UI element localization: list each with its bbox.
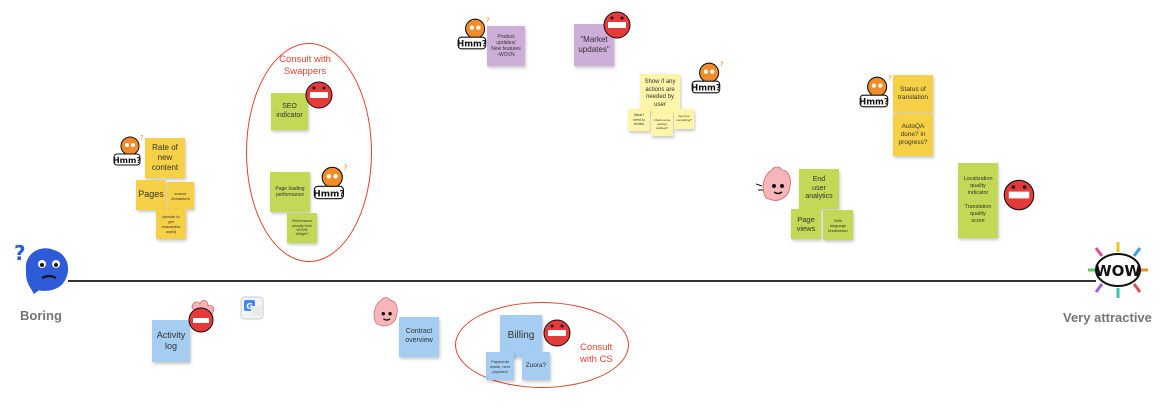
ok-hand-face-icon: [756, 164, 796, 204]
svg-text:Hmm?: Hmm?: [113, 156, 141, 165]
confused-face-icon: ?: [14, 240, 74, 296]
note-with-language-breakdown: With language breakdown: [823, 210, 853, 240]
svg-text:G: G: [246, 302, 253, 311]
note-payments-made: Payments made, next payment: [486, 352, 514, 380]
consult-swappers-label: Consult with Swappers: [279, 54, 331, 78]
note-source-characters: source characters: [167, 182, 194, 209]
no-entry-face-icon: [542, 318, 572, 348]
note-seo-indicator: SEO indicator: [271, 93, 308, 130]
svg-text:Hmm?: Hmm?: [859, 97, 889, 107]
note-autoqa-done: AutoQA done? in progress?: [893, 114, 933, 156]
svg-text:Hmm?: Hmm?: [313, 189, 344, 199]
svg-text:?: ?: [486, 16, 490, 24]
svg-text:Hmm?: Hmm?: [691, 83, 721, 93]
note-check-settings: Check some setting/ settings?: [651, 114, 673, 136]
note-contract-overview: Contract overview: [399, 317, 439, 357]
axis-label-boring: Boring: [20, 308, 62, 323]
hmm-thinking-face-icon: Hmm? ?: [112, 134, 144, 168]
note-rate-of-new-content: Rate of new content: [145, 138, 185, 178]
note-localization-quality-indicator: Localization quality indicator Translati…: [958, 163, 998, 238]
note-activity-log: Activity log: [152, 320, 190, 362]
svg-text:Hmm?: Hmm?: [457, 39, 487, 49]
note-billing: Billing: [500, 315, 542, 357]
translate-app-icon[interactable]: G: [240, 296, 264, 320]
consult-cs-label: Consult with CS: [580, 342, 613, 366]
note-zuora: Zuora?: [522, 352, 550, 380]
wow-text: WOW: [1095, 262, 1141, 280]
axis-label-very-attractive: Very attractive: [1063, 310, 1152, 325]
note-similar-characters: (similar to get characters used): [156, 209, 186, 239]
svg-text:?: ?: [888, 74, 892, 82]
svg-text:?: ?: [343, 164, 347, 173]
hmm-thinking-face-icon: Hmm? ?: [312, 164, 348, 202]
note-page-views: Page views: [791, 209, 821, 239]
no-entry-hand-icon: [184, 298, 218, 334]
note-status-of-translation: Status of translation: [893, 75, 933, 113]
cs-ellipse: [455, 302, 629, 388]
note-page-loading-performance: Page loading performance: [270, 172, 310, 212]
note-approve-something: Approve something?: [674, 109, 694, 129]
note-pages: Pages: [136, 180, 166, 210]
attractiveness-axis-line: [68, 280, 1096, 282]
no-entry-face-icon: [304, 80, 334, 110]
swappers-ellipse: [246, 43, 372, 262]
svg-text:?: ?: [720, 60, 724, 68]
no-entry-face-icon: [602, 10, 632, 40]
hmm-thinking-face-icon: Hmm? ?: [690, 60, 724, 96]
hmm-thinking-face-icon: Hmm? ?: [456, 16, 490, 52]
note-end-user-analytics: End user analytics: [799, 169, 839, 209]
note-product-updates: Product updates/ New features -WOVN: [487, 26, 525, 66]
svg-text:?: ?: [140, 134, 144, 142]
note-performance-penalty: Performance penalty from WOVN Widget?: [287, 213, 317, 243]
ok-hand-face-icon: [368, 294, 402, 330]
wow-sticker-icon: WOW: [1086, 240, 1150, 300]
hmm-thinking-face-icon: Hmm? ?: [858, 74, 892, 110]
svg-text:?: ?: [14, 241, 26, 265]
no-entry-face-icon: [1002, 178, 1036, 212]
note-show-actions-needed: Show if any actions are needed by user: [640, 74, 680, 114]
note-what-need-review: What I need to review: [628, 109, 650, 131]
